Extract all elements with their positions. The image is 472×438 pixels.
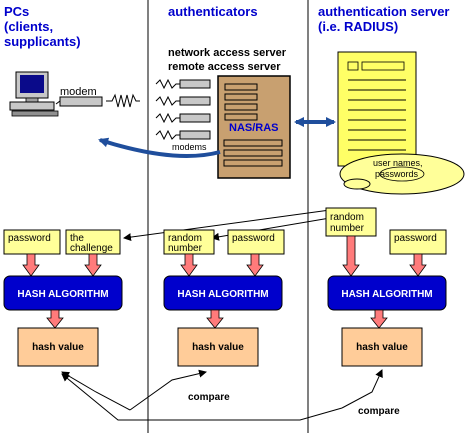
auth-random-line1: random	[168, 233, 202, 244]
pc-hash-value-label: hash value	[32, 342, 84, 353]
heading-server-line2: (i.e. RADIUS)	[318, 19, 398, 34]
server-document-icon	[337, 51, 417, 167]
compare-right-arrow-to-pc	[61, 373, 343, 421]
nas-title-line2: remote access server	[168, 61, 281, 73]
random-to-challenge-arrow	[123, 209, 331, 242]
compare-left-label: compare	[188, 392, 230, 403]
pc-challenge-line2: challenge	[70, 243, 113, 254]
nas-ras-label: NAS/RAS	[229, 122, 279, 134]
srv-password-label: password	[394, 233, 437, 244]
computer-icon	[9, 71, 59, 117]
srv-hash-value-label: hash value	[356, 342, 408, 353]
auth-random-line2: number	[168, 243, 203, 254]
compare-left-arrow-to-auth	[129, 369, 207, 411]
heading-authenticators: authenticators	[168, 4, 258, 19]
pc-nas-link	[98, 137, 221, 158]
output-arrows	[46, 309, 388, 329]
heading-pcs-line1: PCs	[4, 4, 29, 19]
pc-password-label: password	[8, 233, 51, 244]
modem-label: modem	[60, 86, 97, 98]
pc-hash-value-box	[17, 327, 99, 367]
input-arrows	[22, 235, 427, 277]
heading-pcs-line3: supplicants)	[4, 34, 81, 49]
auth-hash-value-label: hash value	[192, 342, 244, 353]
srv-random-line2: number	[330, 223, 365, 234]
srv-random-box	[325, 207, 377, 237]
pc-modem-icon	[55, 96, 103, 107]
pc-hash-algorithm-box	[3, 275, 123, 311]
pc-challenge-line1: the	[70, 233, 84, 244]
srv-password-box	[389, 229, 447, 255]
heading-server-line1: authentication server	[318, 4, 450, 19]
pc-hash-algorithm-label: HASH ALGORITHM	[17, 289, 108, 300]
compare-left-arrow-to-pc	[61, 371, 131, 411]
disk-label-line1: user names,	[373, 158, 423, 168]
srv-hash-algorithm-box	[327, 275, 447, 311]
srv-hash-value-box	[341, 327, 423, 367]
srv-hash-algorithm-label: HASH ALGORITHM	[341, 289, 432, 300]
auth-hash-value-box	[177, 327, 259, 367]
modem-stack-icon	[155, 78, 211, 141]
compare-right-label: compare	[358, 406, 400, 417]
auth-random-box	[163, 229, 215, 255]
auth-password-label: password	[232, 233, 275, 244]
heading-pcs-line2: (clients,	[4, 19, 53, 34]
auth-hash-algorithm-label: HASH ALGORITHM	[177, 289, 268, 300]
nas-server-icon	[217, 75, 291, 179]
phone-line-icon	[106, 93, 140, 108]
srv-random-line1: random	[330, 212, 364, 223]
disk-label-line2: passwords	[375, 169, 419, 179]
compare-right-arrow-to-srv	[341, 369, 383, 409]
pc-password-box	[3, 229, 61, 255]
nas-title-line1: network access server	[168, 47, 287, 59]
disk-icon	[339, 153, 465, 195]
auth-password-box	[227, 229, 285, 255]
modems-label: modems	[172, 142, 207, 152]
auth-hash-algorithm-box	[163, 275, 283, 311]
